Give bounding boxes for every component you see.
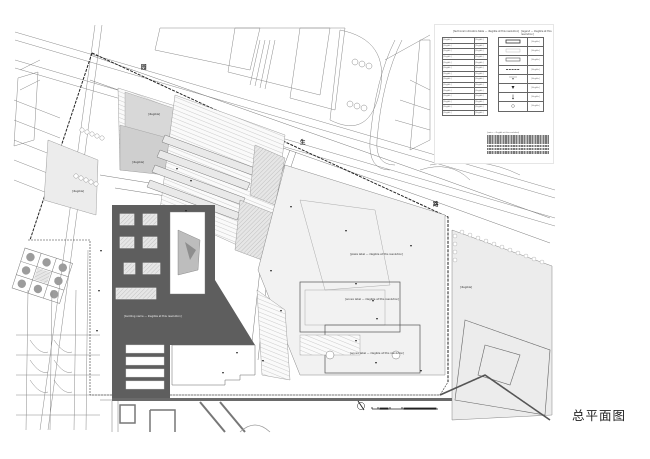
- legend-symbol-rect-bold-icon: [498, 36, 528, 48]
- label-west-park-1: [illegible]: [148, 113, 161, 116]
- legend-symbol-rect-thin-icon: [498, 46, 528, 57]
- technical-table-title: [technical indicators table — illegible …: [453, 30, 520, 33]
- elevation-markers: [96, 168, 422, 374]
- north-arrow-icon: [357, 400, 365, 411]
- legend-title: [legend — illegible at this resolution]: [521, 30, 552, 36]
- legend-table: [illegible] [illegible] [illegible] [ill…: [498, 36, 545, 112]
- south-context: [111, 398, 452, 433]
- main-building: [112, 205, 256, 398]
- note-line: [487, 144, 549, 148]
- legend-symbol-hydrant-icon: [498, 101, 528, 112]
- drawing-title: 总平面图: [572, 408, 627, 423]
- note-line: [487, 138, 549, 141]
- notes-block: [notes — illegible at this resolution]: [487, 132, 549, 154]
- notes-title: [notes — illegible at this resolution]: [487, 132, 520, 134]
- label-plaza-center: [plaza label — illegible at this resolut…: [350, 253, 404, 256]
- label-west-park-2: [illegible]: [132, 161, 145, 164]
- note-line: [487, 141, 549, 144]
- road-label-char-1: 园: [141, 65, 147, 71]
- east-green: [439, 229, 553, 421]
- central-plaza: [256, 164, 446, 381]
- note-line: [487, 147, 549, 151]
- technical-indicators-table: [illegible][illegible] [illegible][illeg…: [442, 37, 488, 117]
- legend-symbol-elevation-indoor-icon: [498, 82, 528, 94]
- label-main-building: [building name — illegible at this resol…: [124, 315, 182, 318]
- road-label-char-2: 生: [300, 140, 306, 146]
- legend-symbol-entrance-arrow-icon: [498, 92, 528, 103]
- legend-symbol-rect-double-icon: [498, 55, 528, 66]
- label-annex-north: [annex label — illegible at this resolut…: [345, 298, 400, 301]
- context-north: [14, 24, 556, 431]
- note-line: [487, 150, 549, 154]
- road-label-char-3: 路: [433, 202, 439, 208]
- site-boundary-inner: [28, 239, 449, 396]
- note-line: [487, 135, 549, 138]
- info-panel: [technical indicators table — illegible …: [434, 24, 554, 164]
- label-parking-west: [illegible]: [72, 190, 85, 193]
- legend-symbol-elevation-outdoor-icon: [498, 73, 528, 84]
- legend-symbol-dashed-line-icon: [498, 64, 528, 75]
- label-east-green: [illegible]: [460, 286, 473, 289]
- scale-bar: [371, 407, 438, 410]
- label-annex-south: [annex label — illegible at this resolut…: [350, 352, 405, 355]
